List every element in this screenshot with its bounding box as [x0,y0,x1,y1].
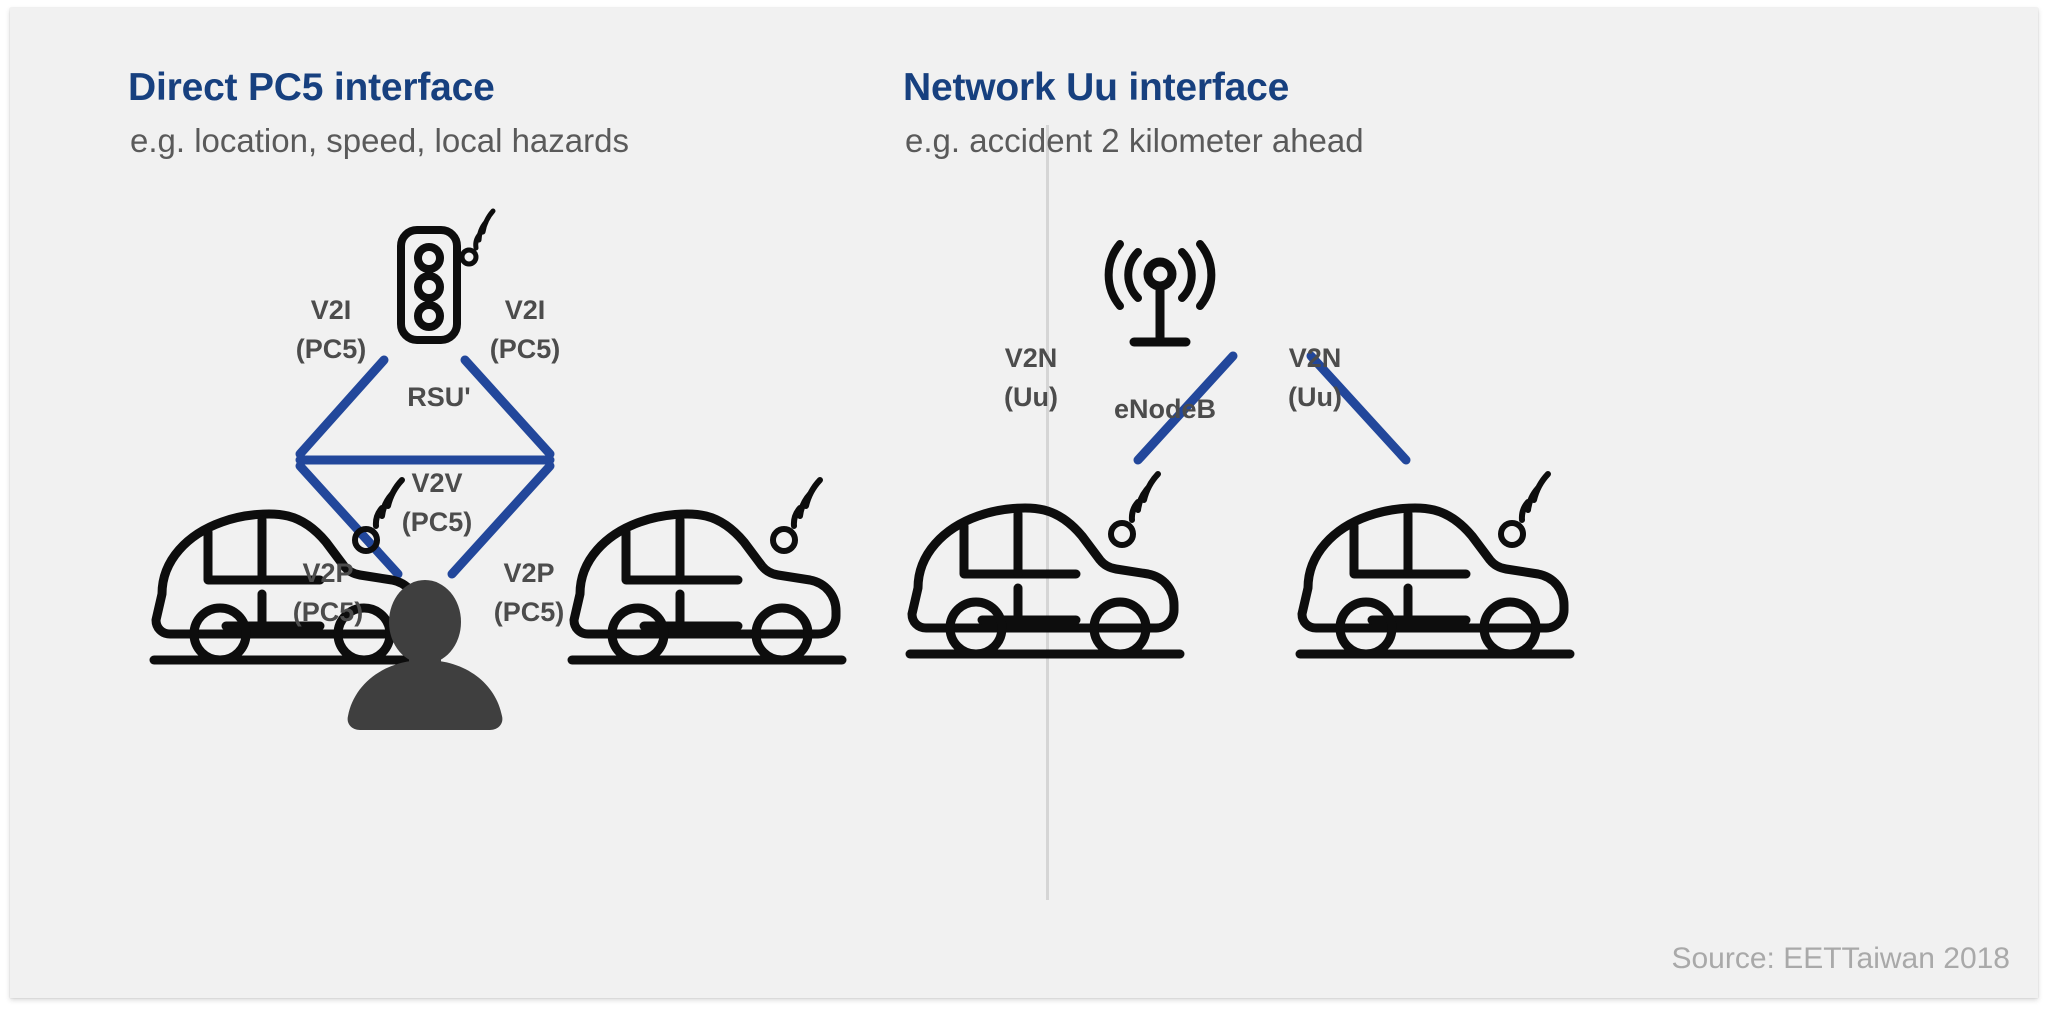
left-panel-subtitle: e.g. location, speed, local hazards [130,122,629,159]
pedestrian-icon [347,580,503,730]
label-v2p-right-line1: V2P [503,558,555,588]
label-v2v-line1: V2V [411,468,463,498]
label-v2p-left-line2: (PC5) [292,597,364,627]
label-v2i-right-line1: V2I [504,295,546,325]
label-v2n-left: V2N (Uu) [976,339,1086,417]
traffic-light-icon [397,208,496,344]
label-rsu: RSU' [407,382,471,412]
car-icon-right-panel-right [1295,471,1575,659]
label-v2n-left-line1: V2N [1004,343,1058,373]
label-v2i-left-line2: (PC5) [295,334,367,364]
label-v2i-left-line1: V2I [310,295,352,325]
link-v2p-left-line [295,461,403,579]
label-v2v: V2V (PC5) [372,464,502,542]
link-v2i-left-line [295,355,389,459]
left-diagram-graphics [149,208,847,730]
label-v2v-line2: (PC5) [401,507,473,537]
label-v2i-right-line2: (PC5) [489,334,561,364]
car-icon-right [567,477,847,665]
label-enodeb: eNodeB [1113,394,1216,424]
label-v2p-right-line2: (PC5) [493,597,565,627]
label-v2p-left: V2P (PC5) [272,554,384,632]
link-v2p-right-line [447,461,555,579]
label-v2n-right: V2N (Uu) [1260,339,1370,417]
label-v2n-right-line2: (Uu) [1288,382,1342,412]
source-attribution: Source: EETTaiwan 2018 [1671,942,2010,975]
label-v2n-right-line1: V2N [1288,343,1342,373]
link-v2n-left-line [1133,351,1238,465]
right-panel-subtitle: e.g. accident 2 kilometer ahead [905,122,1364,159]
label-v2n-left-line2: (Uu) [1004,382,1058,412]
right-diagram-graphics [905,240,1575,659]
base-station-icon [1104,240,1216,347]
link-v2i-right-line [460,355,555,459]
label-v2p-left-line1: V2P [302,558,354,588]
right-panel-title: Network Uu interface [903,66,1290,109]
label-v2i-right: V2I (PC5) [470,291,580,369]
left-panel-title: Direct PC5 interface [128,66,495,109]
link-v2n-right-line [1306,351,1411,465]
label-v2p-right: V2P (PC5) [473,554,585,632]
diagram-card: Direct PC5 interface e.g. location, spee… [10,8,2038,998]
label-v2i-left: V2I (PC5) [276,291,386,369]
car-icon-right-panel-left [905,471,1185,659]
